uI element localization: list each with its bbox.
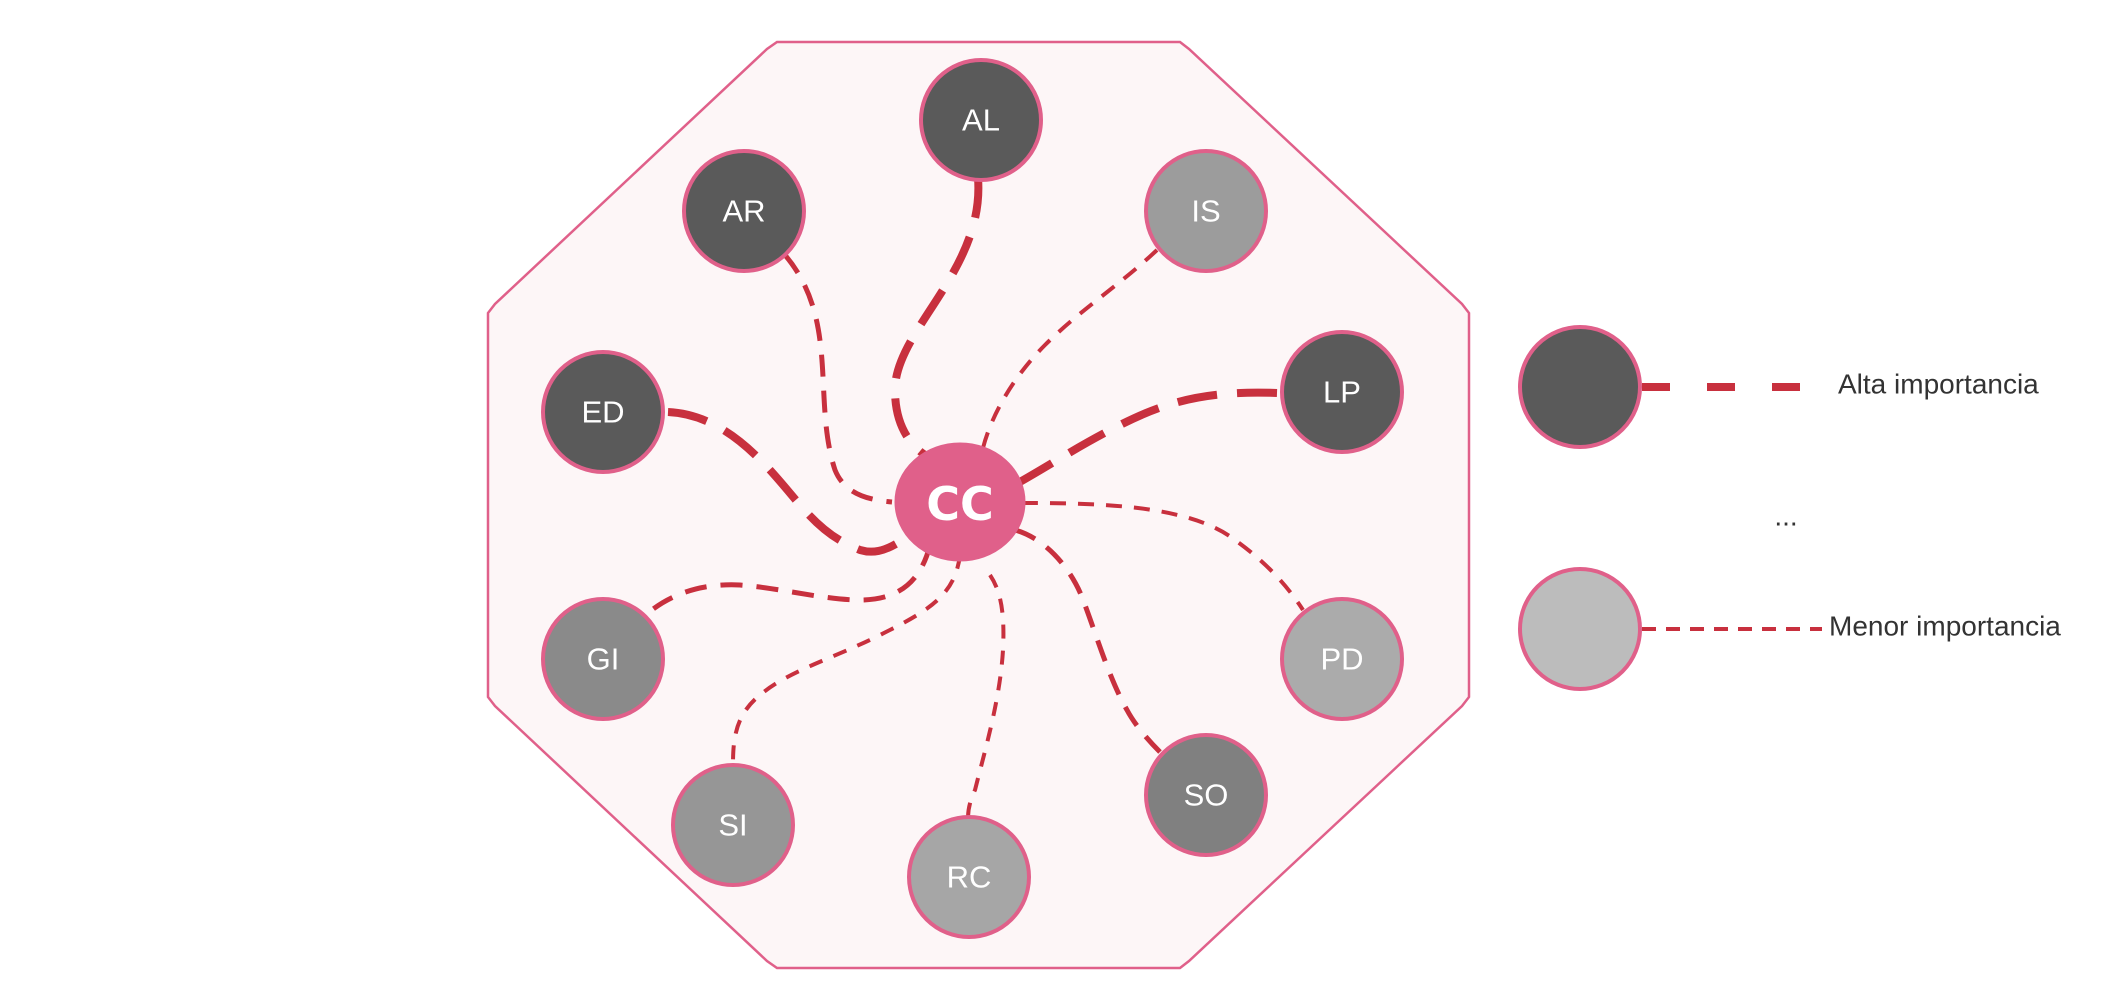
edge-lp bbox=[1016, 388, 1278, 487]
edge-rc bbox=[966, 573, 1006, 819]
node-gi[interactable]: GI bbox=[541, 597, 665, 721]
node-label-rc: RC bbox=[947, 860, 992, 895]
edge-si bbox=[731, 554, 962, 766]
node-is[interactable]: IS bbox=[1144, 149, 1268, 273]
edge-is bbox=[981, 248, 1159, 449]
edge-ed bbox=[667, 408, 918, 556]
legend-high-label: Alta importancia bbox=[1838, 369, 2039, 400]
node-al[interactable]: AL bbox=[919, 58, 1043, 182]
node-ar[interactable]: AR bbox=[682, 149, 806, 273]
node-so[interactable]: SO bbox=[1144, 733, 1268, 857]
edge-ar bbox=[783, 253, 893, 505]
node-label-gi: GI bbox=[587, 642, 620, 677]
node-rc[interactable]: RC bbox=[907, 815, 1031, 939]
legend-low-label: Menor importancia bbox=[1829, 611, 2061, 642]
center-label: CC bbox=[926, 477, 994, 531]
legend-ellipsis: ... bbox=[1774, 501, 1797, 532]
node-label-pd: PD bbox=[1320, 642, 1363, 677]
legend-low: Menor importancia bbox=[1518, 567, 2061, 691]
node-label-is: IS bbox=[1191, 194, 1220, 229]
node-label-so: SO bbox=[1184, 778, 1229, 813]
node-pd[interactable]: PD bbox=[1280, 597, 1404, 721]
node-label-ar: AR bbox=[722, 194, 765, 229]
node-si[interactable]: SI bbox=[671, 763, 795, 887]
center-node[interactable]: CC bbox=[894, 442, 1026, 562]
node-label-lp: LP bbox=[1323, 375, 1361, 410]
edge-gi bbox=[646, 544, 933, 615]
edge-so bbox=[1014, 527, 1162, 754]
edge-pd bbox=[1021, 501, 1305, 612]
legend-high: Alta importancia bbox=[1518, 325, 2039, 449]
edge-al bbox=[890, 177, 983, 459]
node-ed[interactable]: ED bbox=[541, 350, 665, 474]
node-label-ed: ED bbox=[581, 395, 624, 430]
node-lp[interactable]: LP bbox=[1280, 330, 1404, 454]
node-label-si: SI bbox=[718, 808, 747, 843]
legend: Alta importancia ... Menor importancia bbox=[1518, 325, 2061, 691]
node-label-al: AL bbox=[962, 103, 1000, 138]
